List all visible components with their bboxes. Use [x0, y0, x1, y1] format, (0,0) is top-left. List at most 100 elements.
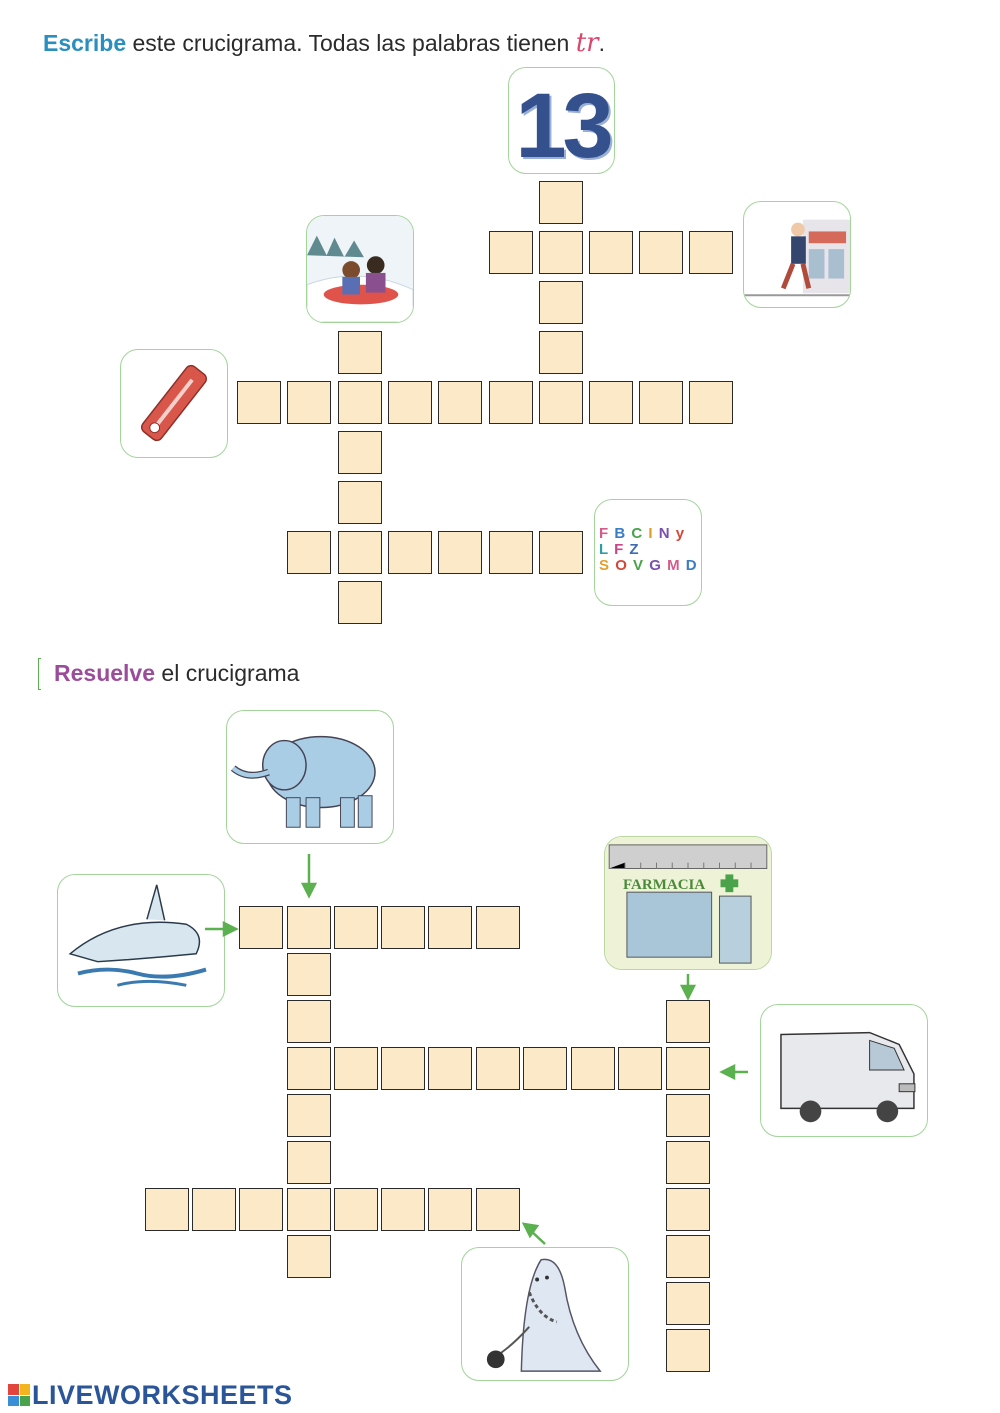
arrow-head	[300, 882, 318, 899]
crossword-cell[interactable]	[287, 953, 331, 996]
crossword-cell[interactable]	[338, 381, 382, 424]
crossword-cell[interactable]	[476, 1047, 520, 1090]
crossword-cell[interactable]	[539, 181, 583, 224]
crossword-cell[interactable]	[539, 231, 583, 274]
letter: V	[633, 557, 645, 574]
crossword-cell[interactable]	[589, 231, 633, 274]
crossword-cell[interactable]	[489, 231, 533, 274]
crossword-cell[interactable]	[476, 906, 520, 949]
crossword-cell[interactable]	[338, 581, 382, 624]
crossword-cell[interactable]	[639, 231, 683, 274]
arrow-head	[222, 920, 239, 938]
crossword-cell[interactable]	[428, 906, 472, 949]
letter: S	[599, 557, 611, 574]
crossword-cell[interactable]	[338, 481, 382, 524]
thermometer-icon	[140, 364, 208, 442]
heading-resuelve: Resuelve	[54, 660, 156, 686]
crossword-cell[interactable]	[438, 531, 482, 574]
crossword-cell[interactable]	[381, 906, 425, 949]
section2-heading: Resuelve el crucigrama	[54, 660, 299, 687]
crossword-cell[interactable]	[334, 906, 378, 949]
ghost-card	[461, 1247, 629, 1381]
crossword-cell[interactable]	[539, 281, 583, 324]
crossword-cell[interactable]	[666, 1188, 710, 1231]
crossword-cell[interactable]	[237, 381, 281, 424]
crossword-cell[interactable]	[381, 1047, 425, 1090]
crossword-cell[interactable]	[589, 381, 633, 424]
van-card	[760, 1004, 928, 1137]
crossword-cell[interactable]	[239, 906, 283, 949]
crossword-cell[interactable]	[666, 1094, 710, 1137]
heading-escribe: Escribe	[43, 30, 127, 56]
crossword-cell[interactable]	[489, 531, 533, 574]
crossword-cell[interactable]	[287, 1000, 331, 1043]
letter: L	[599, 541, 609, 558]
logo-text: LIVEWORKSHEETS	[32, 1379, 293, 1410]
crossword-cell[interactable]	[287, 1235, 331, 1278]
sled-children-card	[306, 215, 414, 323]
liveworksheets-logo[interactable]: LIVEWORKSHEETS	[8, 1379, 293, 1410]
letter: B	[614, 525, 627, 542]
letter: O	[615, 557, 628, 574]
pharmacy-building-icon	[605, 837, 771, 969]
letter: M	[667, 557, 681, 574]
letter: y	[675, 525, 686, 542]
arrow-ghost	[529, 1229, 546, 1245]
sled-illustration-icon	[307, 216, 413, 322]
crossword-cell[interactable]	[666, 1329, 710, 1372]
crossword-cell[interactable]	[639, 381, 683, 424]
letter: Z	[629, 541, 640, 558]
crossword-cell[interactable]	[334, 1047, 378, 1090]
crossword-cell[interactable]	[666, 1235, 710, 1278]
letter: D	[685, 557, 698, 574]
crossword-cell[interactable]	[287, 531, 331, 574]
crossword-cell[interactable]	[287, 1188, 331, 1231]
heading-period: .	[598, 30, 605, 56]
crossword-cell[interactable]	[618, 1047, 662, 1090]
arrow-head	[719, 1063, 736, 1081]
crossword-cell[interactable]	[489, 381, 533, 424]
letter: N	[658, 525, 671, 542]
letter: C	[631, 525, 644, 542]
crossword-cell[interactable]	[287, 906, 331, 949]
crossword-cell[interactable]	[338, 531, 382, 574]
crossword-cell[interactable]	[666, 1047, 710, 1090]
crossword-cell[interactable]	[428, 1047, 472, 1090]
crossword-cell[interactable]	[192, 1188, 236, 1231]
crossword-cell[interactable]	[381, 1188, 425, 1231]
crossword-cell[interactable]	[287, 381, 331, 424]
crossword-cell[interactable]	[666, 1141, 710, 1184]
crossword-cell[interactable]	[438, 381, 482, 424]
crossword-cell[interactable]	[388, 531, 432, 574]
crossword-cell[interactable]	[539, 531, 583, 574]
letter: F	[599, 525, 610, 542]
crossword-cell[interactable]	[523, 1047, 567, 1090]
crossword-cell[interactable]	[287, 1047, 331, 1090]
crossword-cell[interactable]	[666, 1282, 710, 1325]
crossword-cell[interactable]	[476, 1188, 520, 1231]
crossword-cell[interactable]	[145, 1188, 189, 1231]
elephant-card	[226, 710, 394, 844]
crossword-cell[interactable]	[287, 1094, 331, 1137]
heading-cursive-tr: tr	[575, 28, 599, 58]
section1-heading: Escribe este crucigrama. Todas las palab…	[43, 28, 605, 58]
crossword-cell[interactable]	[338, 431, 382, 474]
heading-instruction: este crucigrama. Todas las palabras tien…	[126, 30, 576, 56]
crossword-cell[interactable]	[338, 331, 382, 374]
crossword-cell[interactable]	[388, 381, 432, 424]
crossword-cell[interactable]	[666, 1000, 710, 1043]
crossword-cell[interactable]	[539, 331, 583, 374]
crossword-cell[interactable]	[539, 381, 583, 424]
crossword-cell[interactable]	[571, 1047, 615, 1090]
number-13-text: 13	[515, 75, 613, 174]
crossword-cell[interactable]	[689, 231, 733, 274]
crossword-cell[interactable]	[689, 381, 733, 424]
crossword-cell[interactable]	[287, 1141, 331, 1184]
letter: G	[649, 557, 662, 574]
crossword-cell[interactable]	[428, 1188, 472, 1231]
crossword-cell[interactable]	[239, 1188, 283, 1231]
arrow-head	[679, 984, 697, 1001]
walking-man-card	[743, 201, 851, 308]
letters-card: F B C I N y L F Z S O V G M D	[594, 499, 702, 606]
crossword-cell[interactable]	[334, 1188, 378, 1231]
